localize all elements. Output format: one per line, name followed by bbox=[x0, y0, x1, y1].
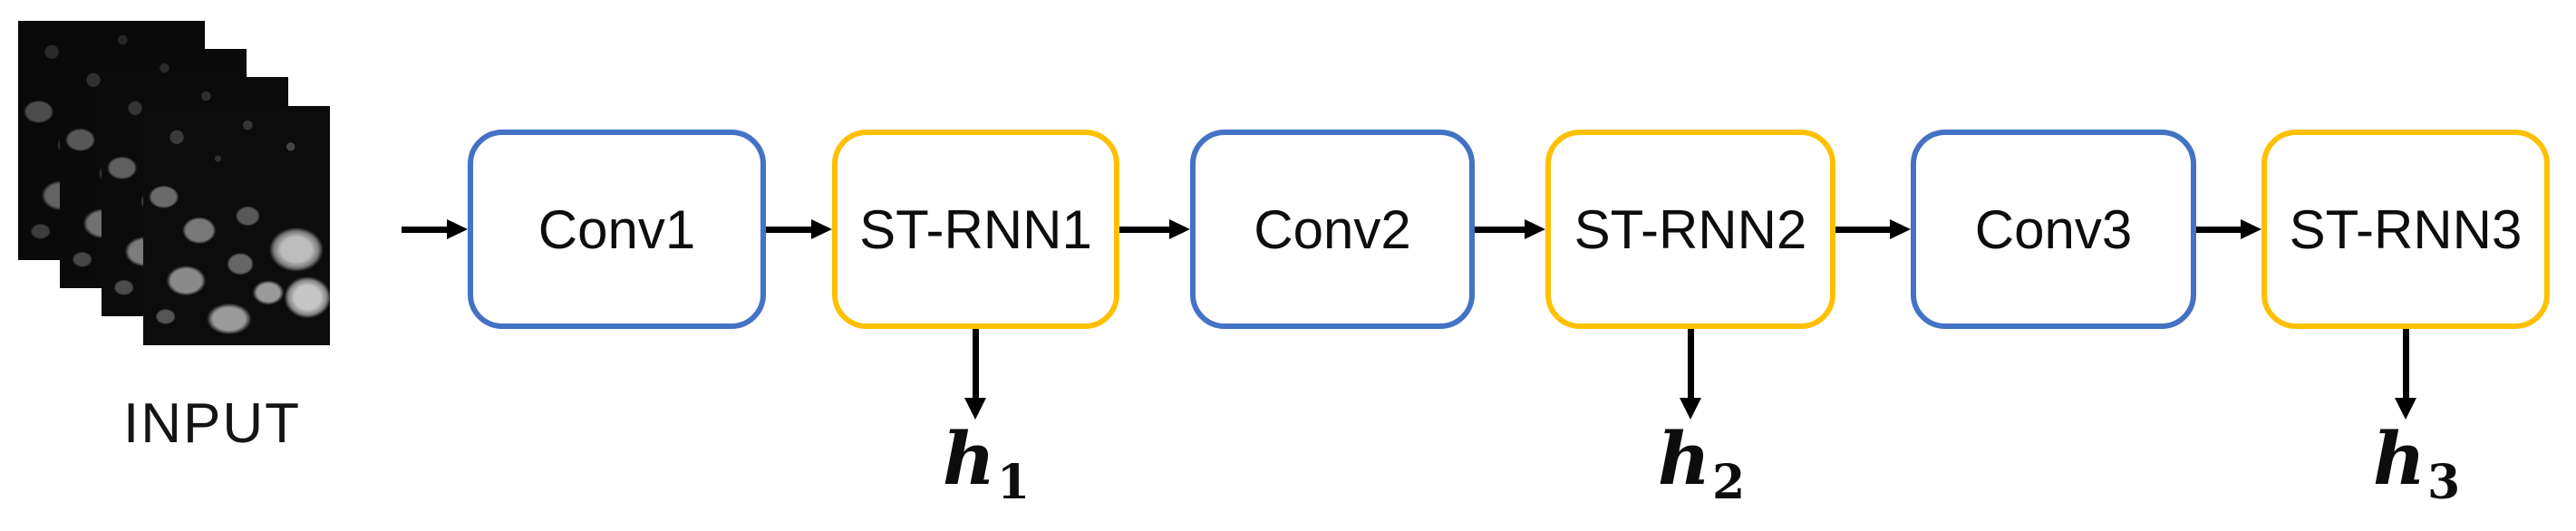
arrow-shaft bbox=[2196, 226, 2241, 233]
arrow-shaft bbox=[1687, 329, 1694, 398]
node-label: ST-RNN1 bbox=[859, 198, 1092, 260]
node-strnn2: ST-RNN2 bbox=[1545, 130, 1835, 329]
arrow-head-icon bbox=[1890, 219, 1911, 239]
node-strnn3: ST-RNN3 bbox=[2261, 130, 2550, 329]
arrow-conv2-to-strnn2 bbox=[1475, 219, 1545, 239]
h-subscript: 3 bbox=[2426, 455, 2461, 510]
arrow-shaft bbox=[1835, 226, 1890, 233]
node-conv3: Conv3 bbox=[1911, 130, 2196, 329]
arrow-conv3-to-strnn3 bbox=[2196, 219, 2261, 239]
arrow-head-icon bbox=[2241, 219, 2261, 239]
node-conv1: Conv1 bbox=[468, 130, 766, 329]
arrow-head-icon bbox=[2395, 398, 2416, 420]
arrow-shaft bbox=[2402, 329, 2409, 398]
h-subscript: 2 bbox=[1711, 455, 1746, 510]
arrow-shaft bbox=[972, 329, 979, 398]
hidden-state-label-h3: h3 bbox=[2373, 422, 2460, 507]
arrow-shaft bbox=[1475, 226, 1525, 233]
arrow-shaft bbox=[766, 226, 811, 233]
node-label: Conv2 bbox=[1254, 198, 1411, 260]
arrow-head-icon bbox=[811, 219, 832, 239]
input-label: INPUT bbox=[123, 392, 301, 455]
hidden-state-label-h2: h2 bbox=[1658, 422, 1745, 507]
node-label: ST-RNN2 bbox=[1574, 198, 1807, 260]
node-label: ST-RNN3 bbox=[2289, 198, 2523, 260]
arrow-conv1-to-strnn1 bbox=[766, 219, 832, 239]
node-conv2: Conv2 bbox=[1190, 130, 1475, 329]
arrow-strnn2-to-conv3 bbox=[1835, 219, 1911, 239]
input-frame-4 bbox=[143, 106, 330, 345]
arrow-head-icon bbox=[964, 398, 986, 420]
arrow-strnn3-to-h3 bbox=[2395, 329, 2416, 420]
arrow-head-icon bbox=[1169, 219, 1190, 239]
arrow-strnn1-to-conv2 bbox=[1119, 219, 1190, 239]
arrow-head-icon bbox=[1525, 219, 1545, 239]
arrow-strnn2-to-h2 bbox=[1680, 329, 1701, 420]
node-strnn1: ST-RNN1 bbox=[832, 130, 1119, 329]
h-base: h bbox=[942, 416, 995, 501]
hidden-state-label-h1: h1 bbox=[943, 422, 1030, 507]
arrow-strnn1-to-h1 bbox=[964, 329, 986, 420]
h-base: h bbox=[1657, 416, 1710, 501]
arrow-head-icon bbox=[1680, 398, 1701, 420]
h-subscript: 1 bbox=[996, 455, 1031, 510]
node-label: Conv1 bbox=[537, 198, 696, 260]
arrow-input-to-conv1 bbox=[402, 219, 468, 239]
arrow-shaft bbox=[402, 226, 447, 233]
node-label: Conv3 bbox=[1974, 198, 2133, 260]
arrow-head-icon bbox=[447, 219, 468, 239]
arrow-shaft bbox=[1119, 226, 1169, 233]
h-base: h bbox=[2372, 416, 2426, 501]
